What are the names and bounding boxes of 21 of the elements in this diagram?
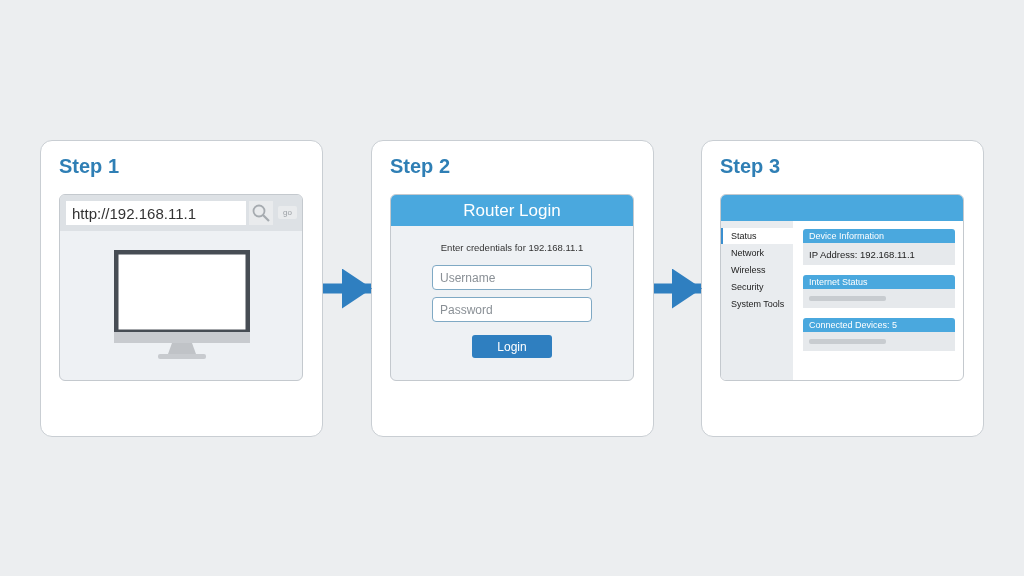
login-button: Login (472, 335, 552, 358)
section-header: Internet Status (803, 275, 955, 289)
info-row: IP Address: 192.168.11.1 (803, 243, 955, 265)
step-heading: Step 2 (390, 155, 451, 178)
prompt-text: Enter credentials for 192.168.11.1 (439, 240, 585, 255)
arrow (323, 268, 372, 309)
section-header: Device Information (803, 229, 955, 243)
panel-header: Router Login (391, 195, 633, 226)
step-heading: Step 3 (720, 155, 781, 178)
input-field: Username (432, 265, 592, 290)
menu-item: Network (730, 247, 765, 260)
menu-item: System Tools (730, 298, 786, 311)
menu-item: Wireless (730, 264, 767, 277)
input-field: Password (432, 297, 592, 322)
arrow (654, 268, 702, 309)
go-button: go (278, 206, 297, 219)
menu-item: Security (730, 281, 765, 294)
url-field: http://192.168.11.1 (66, 201, 246, 225)
step-heading: Step 1 (59, 155, 120, 178)
menu-item: Status (721, 228, 793, 244)
section-header: Connected Devices: 5 (803, 318, 955, 332)
